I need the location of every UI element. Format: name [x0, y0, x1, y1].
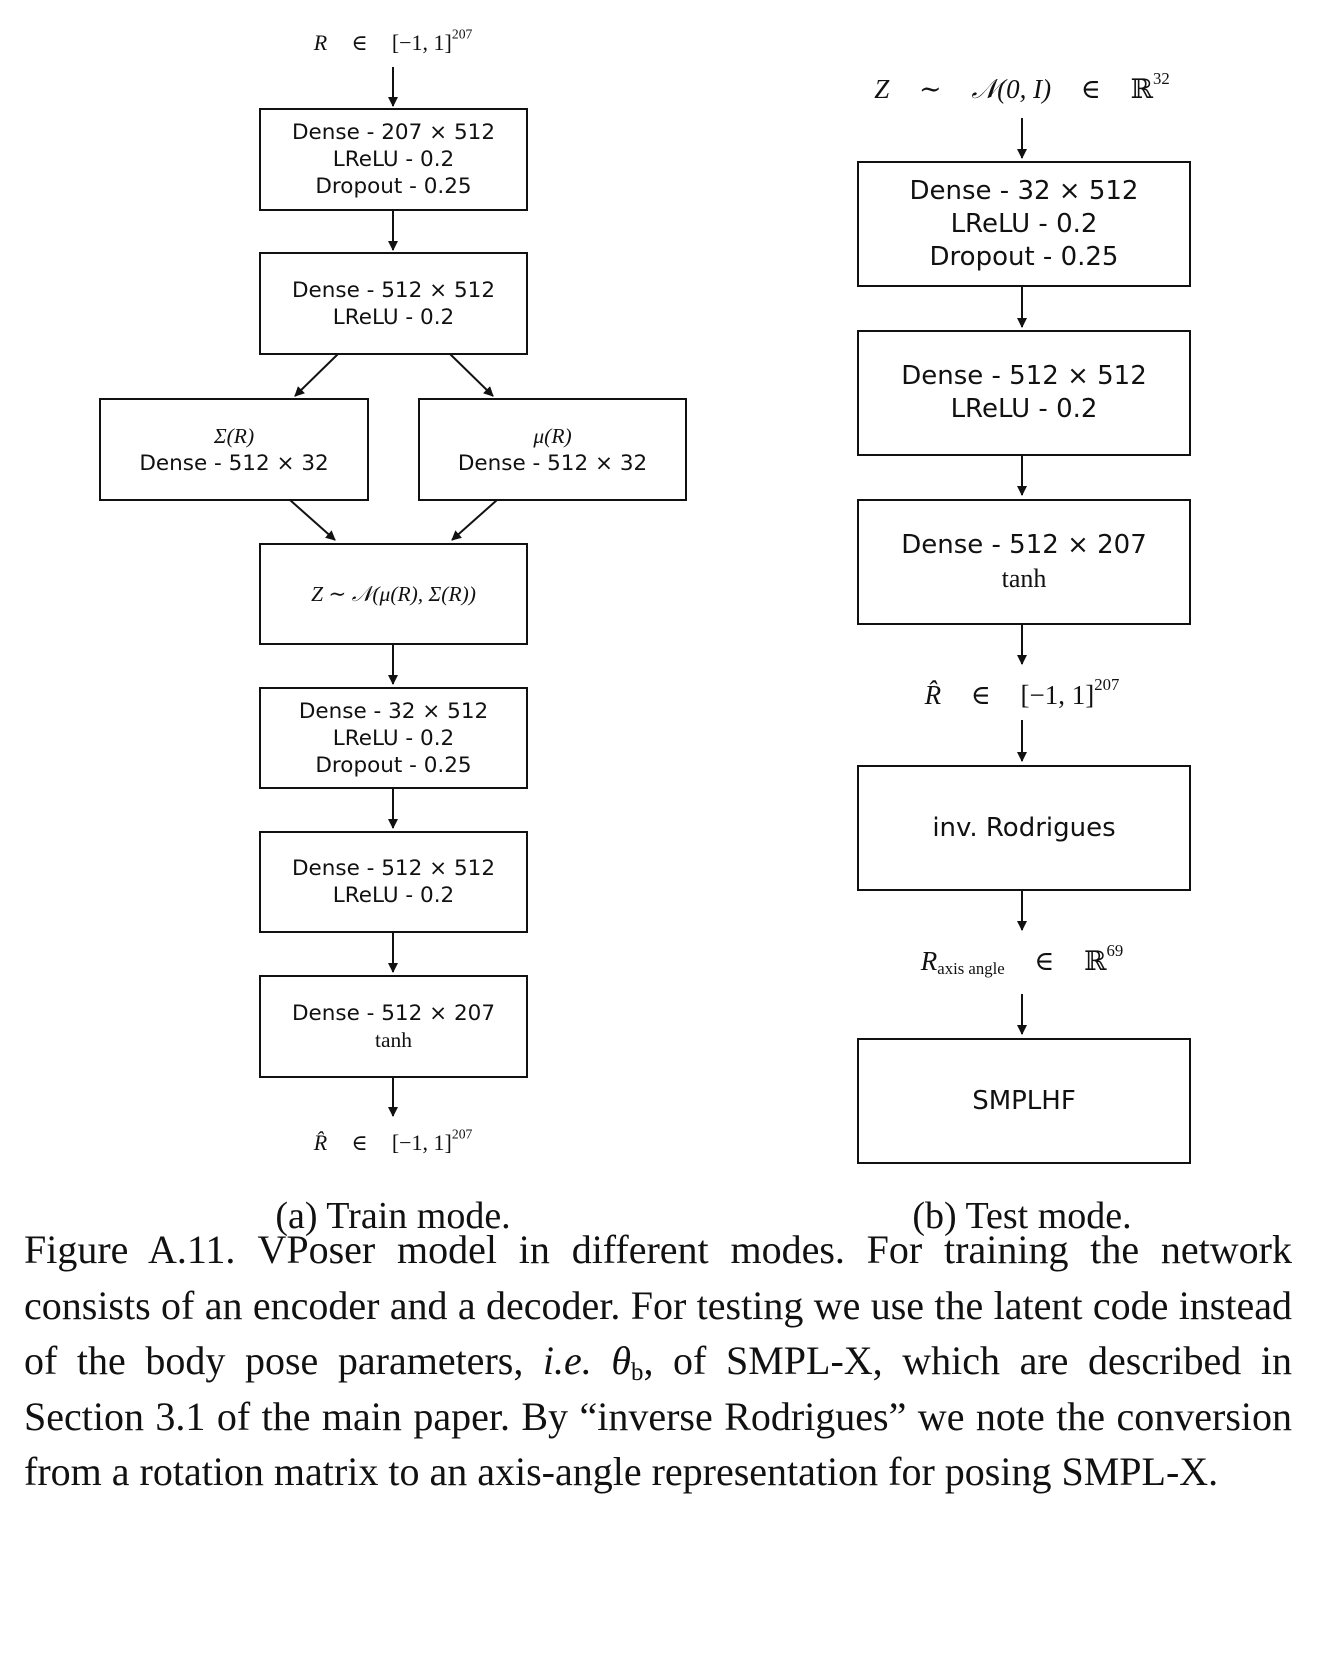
test-axis-angle-label: Raxis angle∈ℝ69 [920, 940, 1124, 979]
train-input-label: R∈[−1, 1]207 [313, 26, 473, 55]
figure-number: Figure A.11. [24, 1227, 236, 1272]
layer-line: Dense - 32 × 512 [298, 698, 489, 724]
test-input-label: Z∼𝒩(0, I)∈ℝ32 [874, 68, 1170, 104]
layer-line: LReLU - 0.2 [332, 883, 455, 908]
sigma-label: Σ(R) [213, 423, 255, 448]
layer-line: Dense - 512 × 32 [457, 450, 648, 476]
layer-line: LReLU - 0.2 [950, 394, 1098, 424]
layer-line: Dense - 207 × 512 [291, 120, 496, 145]
layer-line: Dense - 512 × 207 [901, 530, 1147, 560]
layer-line: SMPLHF [972, 1085, 1076, 1116]
layer-line: Dropout - 0.25 [315, 174, 472, 199]
mu-label: μ(R) [533, 423, 572, 448]
test-smplhf-box: SMPLHF [857, 1038, 1191, 1164]
test-decoder-dense-3: Dense - 512 × 207 tanh [857, 499, 1191, 625]
layer-line: LReLU - 0.2 [332, 304, 455, 330]
train-encoder-dense-1: Dense - 207 × 512 LReLU - 0.2 Dropout - … [259, 108, 528, 211]
train-decoder-dense-3: Dense - 512 × 207 tanh [259, 975, 528, 1078]
caption-theta-sub: b [631, 1359, 644, 1387]
layer-line: Dense - 512 × 32 [139, 450, 329, 476]
layer-line: tanh [374, 1027, 413, 1052]
arrow-enc2-to-mu [449, 353, 494, 397]
arrow-enc2-to-sigma [294, 353, 339, 397]
layer-line: Dense - 512 × 512 [901, 361, 1147, 391]
train-mode-caption: (a) Train mode. [275, 1195, 511, 1237]
test-mode-caption: (b) Test mode. [912, 1195, 1132, 1237]
layer-line: inv. Rodrigues [932, 812, 1116, 843]
train-sigma-box: Σ(R) Dense - 512 × 32 [99, 398, 369, 501]
layer-line: Dropout - 0.25 [315, 752, 472, 778]
layer-line: LReLU - 0.2 [950, 208, 1098, 239]
layer-line: Dropout - 0.25 [929, 241, 1119, 272]
caption-ie: i.e. [542, 1338, 592, 1383]
layer-line: LReLU - 0.2 [332, 725, 455, 751]
caption-text-1: VPoser model in different modes. For tra… [24, 1227, 1292, 1383]
caption-theta: θ [611, 1338, 632, 1383]
layer-line: Dense - 512 × 512 [291, 856, 496, 881]
figure-caption: Figure A.11.VPoser model in different mo… [24, 1222, 1292, 1500]
caption-text-2: , of SMPL-X, which are described in Sect… [24, 1338, 1292, 1494]
layer-line: LReLU - 0.2 [332, 147, 455, 172]
train-decoder-dense-2: Dense - 512 × 512 LReLU - 0.2 [259, 831, 528, 933]
test-inv-rodrigues-box: inv. Rodrigues [857, 765, 1191, 891]
latent-formula: Z ∼ 𝒩(μ(R), Σ(R)) [311, 581, 476, 606]
test-decoder-dense-1: Dense - 32 × 512 LReLU - 0.2 Dropout - 0… [857, 161, 1191, 287]
train-decoder-dense-1: Dense - 32 × 512 LReLU - 0.2 Dropout - 0… [259, 687, 528, 789]
layer-line: tanh [1001, 564, 1047, 593]
train-latent-sampling-box: Z ∼ 𝒩(μ(R), Σ(R)) [259, 543, 528, 645]
train-mu-box: μ(R) Dense - 512 × 32 [418, 398, 687, 501]
arrow-sigma-to-latent [289, 499, 336, 541]
train-output-label: R̂∈[−1, 1]207 [313, 1126, 473, 1155]
layer-line: Dense - 512 × 207 [291, 1000, 496, 1026]
arrow-mu-to-latent [451, 499, 498, 541]
test-decoder-dense-2: Dense - 512 × 512 LReLU - 0.2 [857, 330, 1191, 456]
test-rhat-label: R̂∈[−1, 1]207 [924, 674, 1120, 710]
train-encoder-dense-2: Dense - 512 × 512 LReLU - 0.2 [259, 252, 528, 355]
layer-line: Dense - 512 × 512 [291, 277, 496, 303]
layer-line: Dense - 32 × 512 [909, 175, 1139, 206]
